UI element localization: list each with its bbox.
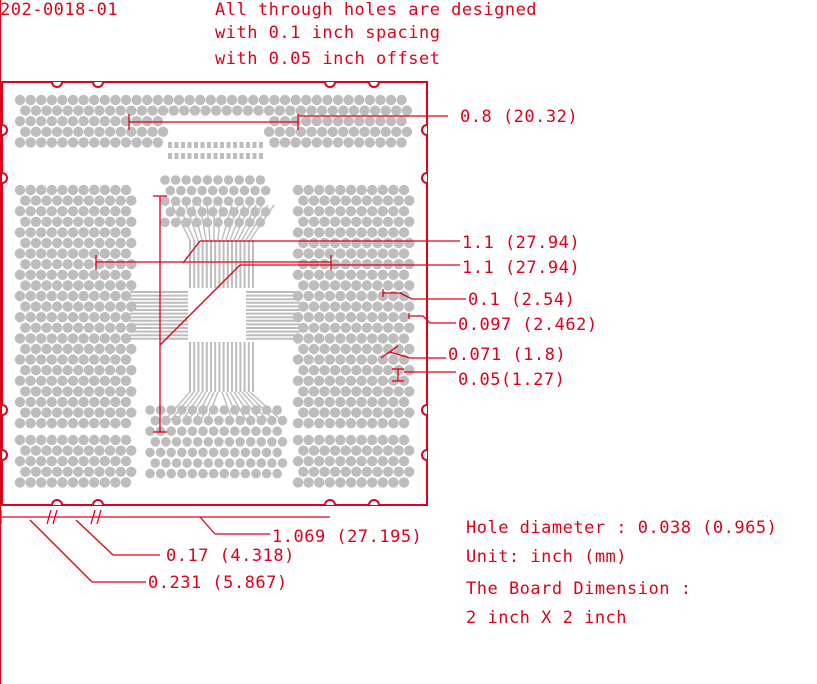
note-line-3: with 0.05 inch offset [215, 49, 440, 69]
label-horiz-span: 1.1 (27.94) [462, 258, 580, 278]
note-line-1: All through holes are designed [215, 0, 537, 20]
note-unit: Unit: inch (mm) [466, 547, 627, 567]
label-edge-17: 0.17 (4.318) [166, 546, 295, 566]
label-edge-231: 0.231 (5.867) [148, 573, 288, 593]
board-outline [1, 81, 428, 506]
label-hole-spacing: 0.097 (2.462) [458, 315, 598, 335]
label-diag-pitch: 0.071 (1.8) [448, 345, 566, 365]
pad-array [14, 94, 415, 488]
note-line-2: with 0.1 inch spacing [215, 23, 440, 43]
label-hole-pitch: 0.1 (2.54) [468, 290, 575, 310]
note-board-dim-value: 2 inch X 2 inch [466, 608, 627, 628]
note-hole-diameter: Hole diameter : 0.038 (0.965) [466, 518, 777, 538]
dimension-lines [0, 114, 466, 583]
label-offset: 0.05(1.27) [458, 370, 565, 390]
label-top-row-span: 0.8 (20.32) [460, 107, 578, 127]
part-number: 202-0018-01 [0, 0, 118, 20]
label-bottom-span: 1.069 (27.195) [272, 527, 422, 547]
label-diag-span: 1.1 (27.94) [462, 233, 580, 253]
note-board-dim-title: The Board Dimension : [466, 579, 691, 599]
edge-notches [1, 81, 428, 506]
